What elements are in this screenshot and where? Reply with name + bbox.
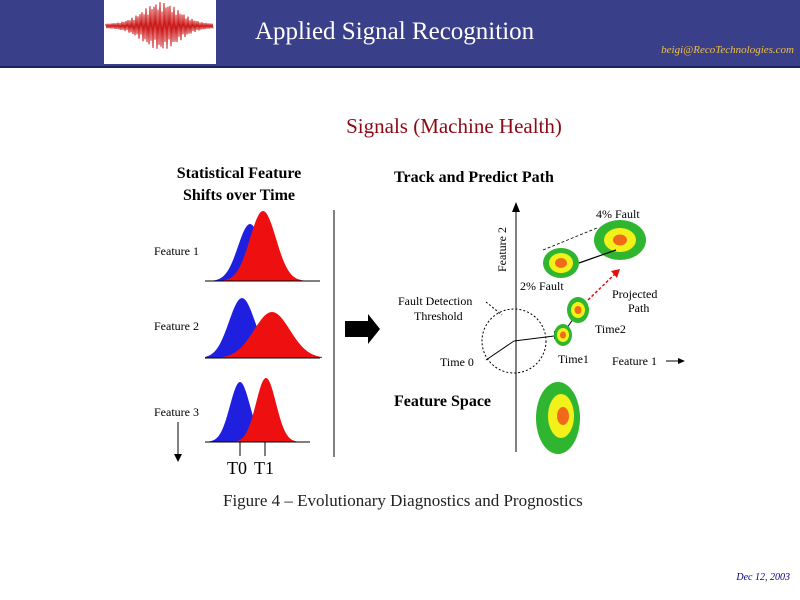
projected-path-arrowhead [611,269,620,278]
left-heading-line2: Shifts over Time [183,187,295,204]
header-title: Applied Signal Recognition [255,18,535,45]
left-heading-line1: Statistical Feature [177,165,302,182]
feature-space-heading: Feature Space [394,393,491,410]
fault-link-bottom [578,249,617,264]
threshold-label-line2: Threshold [414,309,463,323]
fault-4-ellipse [594,220,646,260]
projected-path-arrow [587,272,617,301]
threshold-pointer [485,301,503,316]
time0-label: Time 0 [440,355,474,369]
feature-label-2: Feature 2 [154,319,199,333]
x-axis-arrowhead [678,358,685,364]
feature-label-1: Feature 1 [154,244,199,258]
feature-distribution-row-1 [205,211,320,282]
header-bar: Applied Signal Recognition beigi@RecoTec… [0,0,800,68]
time-label-t1: T1 [254,458,274,478]
waveform-logo-icon [104,0,216,64]
time-label-t0: T0 [227,458,247,478]
blue-distribution-3 [208,382,275,442]
axis-y-label: Feature 2 [495,227,509,272]
feature-label-3: Feature 3 [154,405,199,419]
fault-2-label: 2% Fault [520,279,564,293]
time1-ellipse [554,324,572,346]
feature-distribution-row-3 [205,378,310,443]
fault-4-label: 4% Fault [596,207,640,221]
slide-title: Signals (Machine Health) [346,114,562,138]
time2-ellipse [567,297,589,323]
fault-link-top [542,227,598,251]
figure-caption: Figure 4 – Evolutionary Diagnostics and … [223,491,583,510]
axis-x-label: Feature 1 [612,354,657,368]
time2-label: Time2 [595,322,626,336]
header-email[interactable]: beigi@RecoTechnologies.com [661,44,794,56]
time-arrow-head [174,454,182,462]
red-distribution-2 [220,312,322,358]
feature-distribution-row-2 [205,298,322,359]
date-label: Dec 12, 2003 [736,572,790,583]
threshold-circle [481,308,547,374]
red-distribution-1 [222,211,310,281]
feature-space-ellipse [536,382,580,454]
threshold-label-line1: Fault Detection [398,294,472,308]
fault-2-ellipse [543,248,579,278]
time0-arrow-line [485,340,515,361]
blue-distribution-2 [205,298,285,358]
evolutionary-diagnostics-figure: Statistical Feature Shifts over Time Fea… [154,165,685,478]
time1-label: Time1 [558,352,589,366]
projected-label-line2: Path [628,301,649,315]
projected-label-line1: Projected [612,287,657,301]
y-axis-arrowhead [512,202,520,212]
red-distribution-3 [235,378,302,442]
transition-arrow-icon [345,314,380,344]
right-heading: Track and Predict Path [394,169,554,186]
